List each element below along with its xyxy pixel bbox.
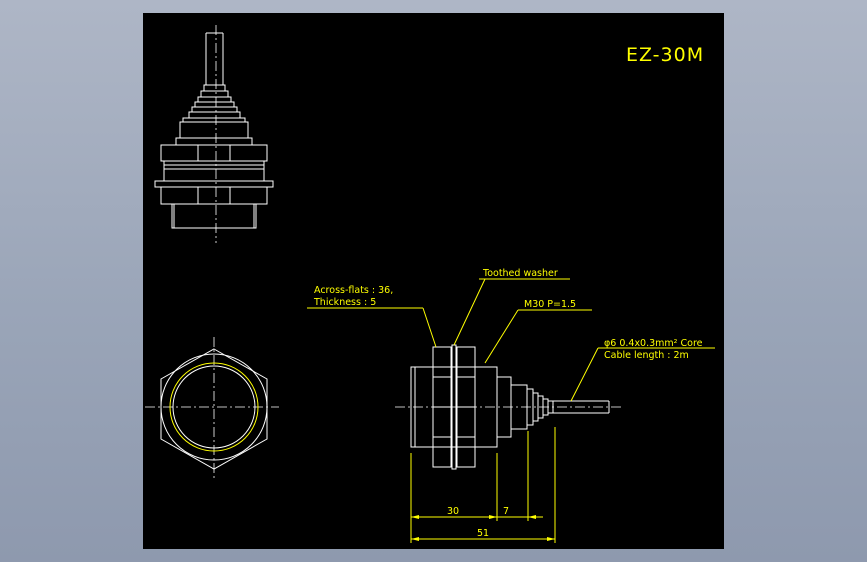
drawing-title: EZ-30M: [626, 44, 704, 66]
dimensions: 30 7 51: [410, 427, 556, 543]
end-view: [145, 337, 279, 479]
dim-total-length: 51: [477, 528, 489, 539]
thread-label: M30 P=1.5: [524, 299, 576, 310]
cable-length-label: Cable length : 2m: [604, 350, 689, 361]
across-flats-label: Across-flats : 36,: [314, 285, 393, 296]
callouts: Across-flats : 36, Thickness : 5 Toothed…: [307, 268, 715, 402]
washer-label: Toothed washer: [482, 268, 558, 279]
top-view: [154, 25, 274, 243]
cad-drawing-viewport[interactable]: EZ-30M: [143, 13, 724, 549]
thickness-label: Thickness : 5: [313, 297, 376, 308]
side-view: [395, 344, 623, 470]
drawing-canvas: EZ-30M: [145, 25, 715, 543]
dim-body-length: 30: [447, 506, 459, 517]
dim-connector-length: 7: [503, 506, 509, 517]
cable-core-label: φ6 0.4x0.3mm² Core: [604, 338, 703, 349]
